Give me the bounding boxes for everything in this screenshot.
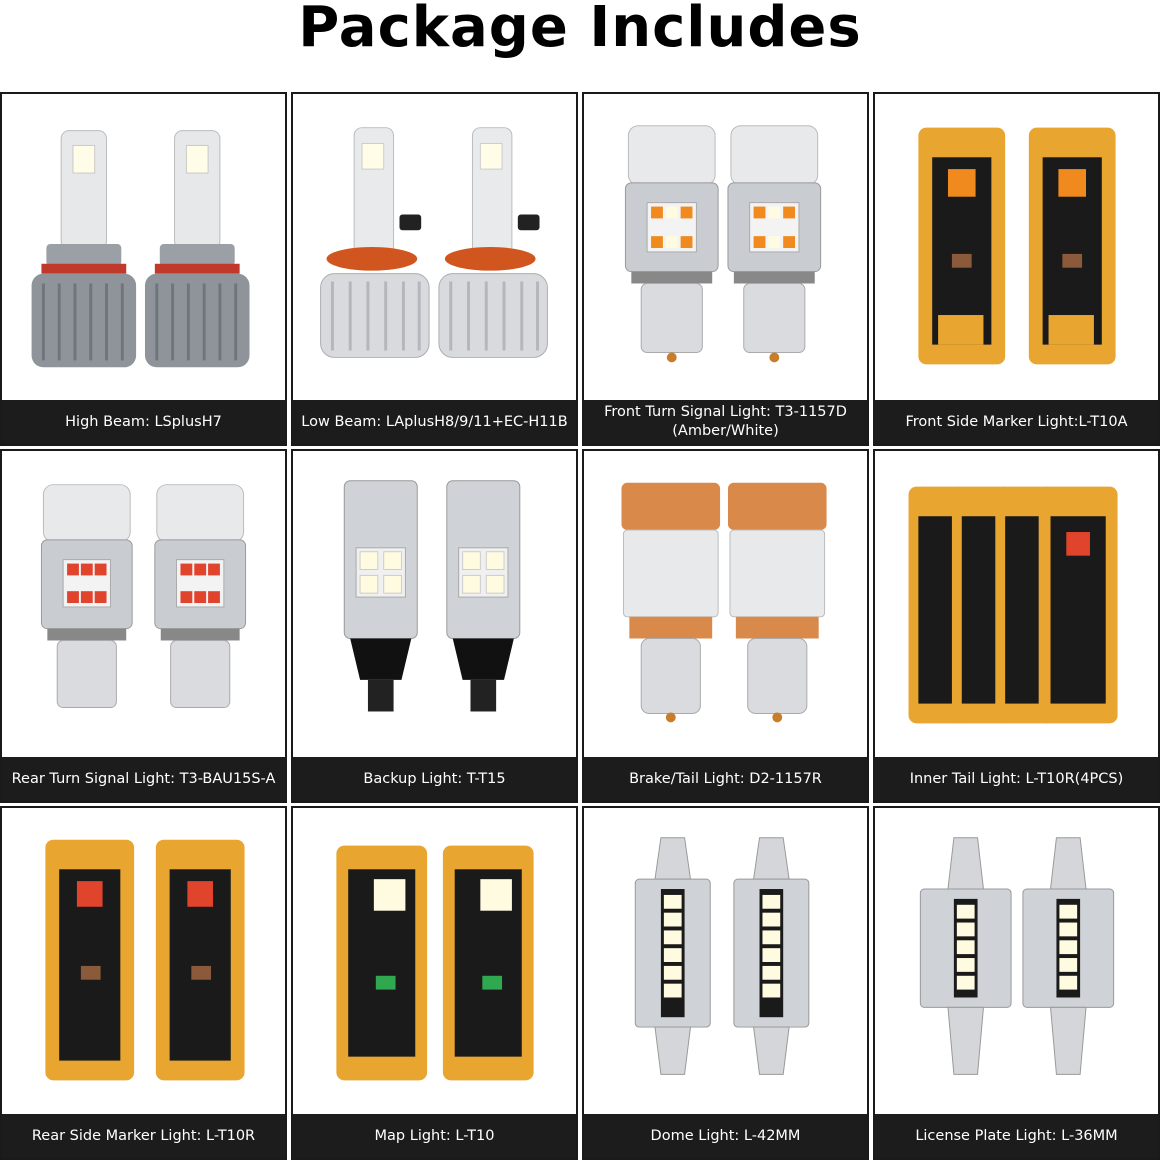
product-grid: High Beam: LSplusH7 [0, 92, 1160, 1160]
product-card-rear-side-marker: Rear Side Marker Light: L-T10R [0, 806, 287, 1160]
h11-led-headlight-bulbs-icon [293, 94, 576, 400]
product-label: Map Light: L-T10 [293, 1114, 576, 1158]
page-title: Package Includes [298, 0, 862, 60]
t10-amber-wedge-bulbs-icon [875, 94, 1158, 400]
1157-turn-signal-bulbs-icon [584, 94, 867, 400]
product-card-license-plate: License Plate Light: L-36MM [873, 806, 1160, 1160]
product-label: Backup Light: T-T15 [293, 757, 576, 801]
h7-led-headlight-bulbs-icon [2, 94, 285, 400]
product-card-rear-turn-signal: Rear Turn Signal Light: T3-BAU15S-A [0, 449, 287, 803]
product-card-backup-light: Backup Light: T-T15 [291, 449, 578, 803]
product-label: Rear Side Marker Light: L-T10R [2, 1114, 285, 1158]
product-card-low-beam: Low Beam: LAplusH8/9/11+EC-H11B [291, 92, 578, 446]
t10-white-map-bulbs-icon [293, 808, 576, 1114]
product-card-map-light: Map Light: L-T10 [291, 806, 578, 1160]
bau15s-turn-signal-bulbs-icon [2, 451, 285, 757]
product-label: Low Beam: LAplusH8/9/11+EC-H11B [293, 400, 576, 444]
product-label: Rear Turn Signal Light: T3-BAU15S-A [2, 757, 285, 801]
t15-backup-bulbs-icon [293, 451, 576, 757]
36mm-festoon-bulbs-icon [875, 808, 1158, 1114]
1157-brake-bulbs-icon [584, 451, 867, 757]
product-label: Front Turn Signal Light: T3-1157D (Amber… [584, 400, 867, 444]
product-card-high-beam: High Beam: LSplusH7 [0, 92, 287, 446]
t10-red-wedge-bulbs-icon [2, 808, 285, 1114]
product-label: Inner Tail Light: L-T10R(4PCS) [875, 757, 1158, 801]
product-card-inner-tail: Inner Tail Light: L-T10R(4PCS) [873, 449, 1160, 803]
product-label: Front Side Marker Light:L-T10A [875, 400, 1158, 444]
product-card-front-turn-signal: Front Turn Signal Light: T3-1157D (Amber… [582, 92, 869, 446]
product-card-front-side-marker: Front Side Marker Light:L-T10A [873, 92, 1160, 446]
product-card-brake-tail: Brake/Tail Light: D2-1157R [582, 449, 869, 803]
product-label: Dome Light: L-42MM [584, 1114, 867, 1158]
product-card-dome-light: Dome Light: L-42MM [582, 806, 869, 1160]
42mm-festoon-bulbs-icon [584, 808, 867, 1114]
t10-red-wedge-bulbs-4pcs-icon [875, 451, 1158, 757]
product-label: License Plate Light: L-36MM [875, 1114, 1158, 1158]
product-label: Brake/Tail Light: D2-1157R [584, 757, 867, 801]
product-label: High Beam: LSplusH7 [2, 400, 285, 444]
